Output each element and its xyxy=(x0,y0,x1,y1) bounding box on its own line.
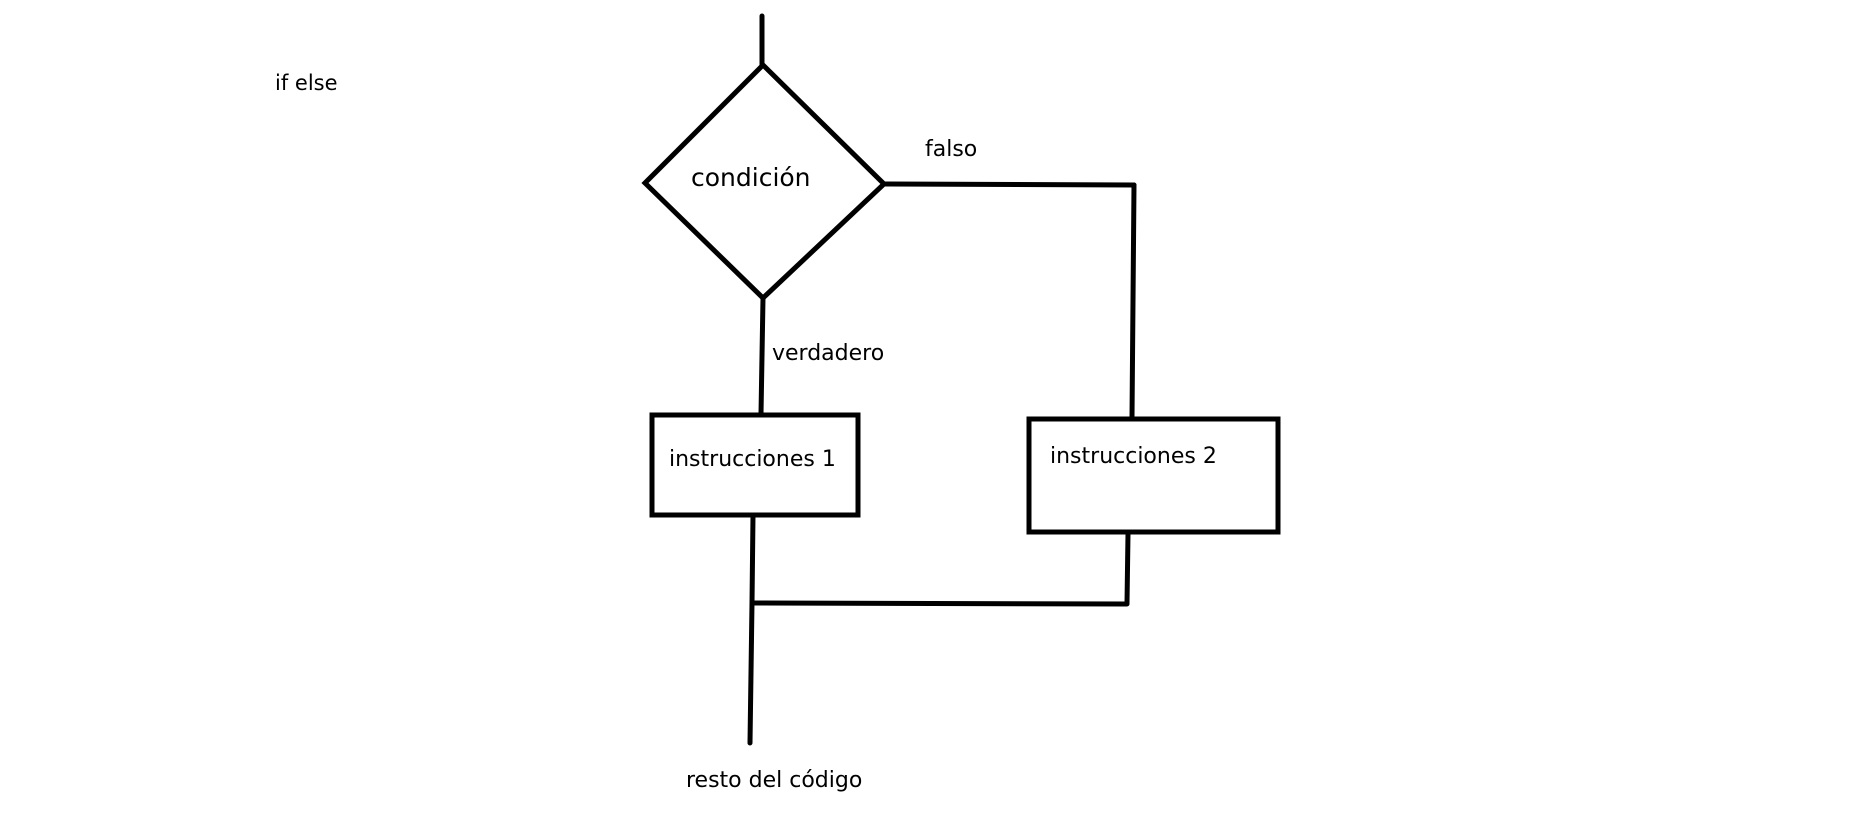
merge-line xyxy=(749,600,1130,607)
block1-label: instrucciones 1 xyxy=(669,447,836,472)
false-label: falso xyxy=(925,137,978,162)
diagram-title: if else xyxy=(275,71,338,95)
decision-label: condición xyxy=(691,163,811,192)
block2-down-line xyxy=(1124,531,1131,606)
true-label: verdadero xyxy=(772,341,885,366)
false-branch-horizontal xyxy=(881,181,1137,188)
block2-label: instrucciones 2 xyxy=(1050,444,1217,469)
exit-line xyxy=(747,600,755,746)
block2-box xyxy=(1026,416,1281,535)
true-branch-line xyxy=(758,295,766,417)
end-label: resto del código xyxy=(686,768,863,793)
block1-down-line xyxy=(749,512,756,606)
false-branch-vertical xyxy=(1129,182,1137,420)
